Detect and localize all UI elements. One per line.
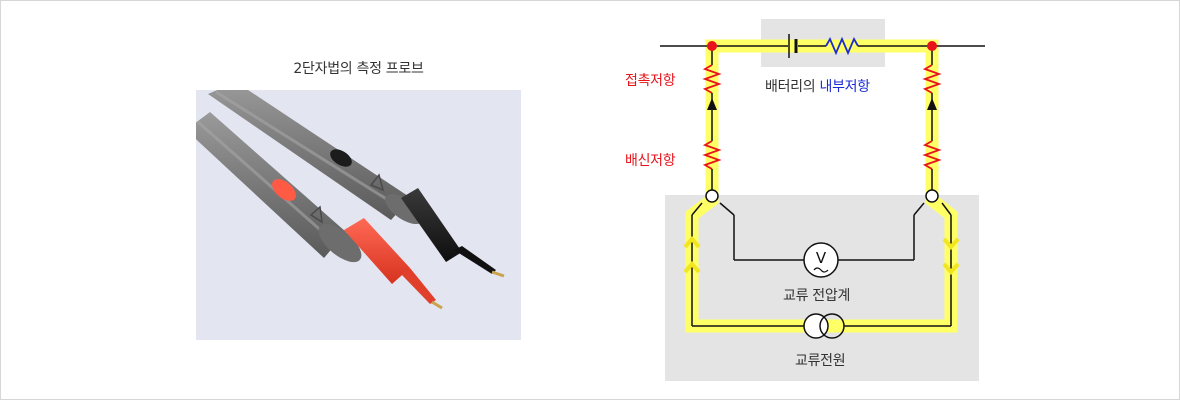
contact-resistance-right-icon bbox=[922, 64, 942, 94]
wiring-resistance-label: 배신저항 bbox=[625, 153, 676, 169]
battery-terminal-right-node bbox=[927, 41, 937, 51]
ac-voltmeter-icon: V bbox=[803, 242, 839, 278]
wiring-resistance-right-icon bbox=[922, 140, 942, 170]
battery-internal-resistance-label: 배터리의 내부저항 bbox=[765, 76, 870, 96]
ac-source-icon bbox=[803, 313, 845, 339]
two-terminal-circuit-diagram: V 접촉저항 배신저항 배터리의 내부저항 교류 전압계 교류전원 bbox=[625, 10, 1020, 390]
wiring-resistance-left-icon bbox=[702, 140, 722, 170]
current-arrow-right-icon bbox=[927, 98, 937, 110]
contact-resistance-label: 접촉저항 bbox=[625, 73, 676, 89]
measurement-box bbox=[665, 195, 979, 381]
black-probe bbox=[208, 90, 505, 278]
battery-label-prefix: 배터리의 bbox=[765, 79, 820, 95]
photo-title: 2단자법의 측정 프로브 bbox=[293, 61, 424, 77]
current-flow-left-icon bbox=[683, 235, 701, 274]
probe-tip-right-icon bbox=[925, 189, 939, 203]
circuit-svg: V bbox=[660, 19, 985, 381]
contact-resistance-left-icon bbox=[702, 64, 722, 94]
red-probe bbox=[196, 112, 443, 310]
test-probes-illustration bbox=[196, 90, 505, 310]
battery-cell-icon bbox=[788, 34, 798, 58]
probe-tip-left-icon bbox=[705, 189, 719, 203]
current-flow-right-icon bbox=[942, 237, 960, 276]
battery-terminal-left-node bbox=[707, 41, 717, 51]
ac-source-label: 교류전원 bbox=[795, 353, 846, 369]
ac-voltmeter-label: 교류 전압계 bbox=[783, 288, 851, 304]
voltmeter-symbol: V bbox=[816, 249, 827, 267]
probe-photo bbox=[196, 90, 521, 340]
internal-resistance-icon bbox=[825, 36, 859, 56]
battery-label-highlight: 내부저항 bbox=[819, 79, 870, 95]
current-arrow-left-icon bbox=[707, 98, 717, 110]
